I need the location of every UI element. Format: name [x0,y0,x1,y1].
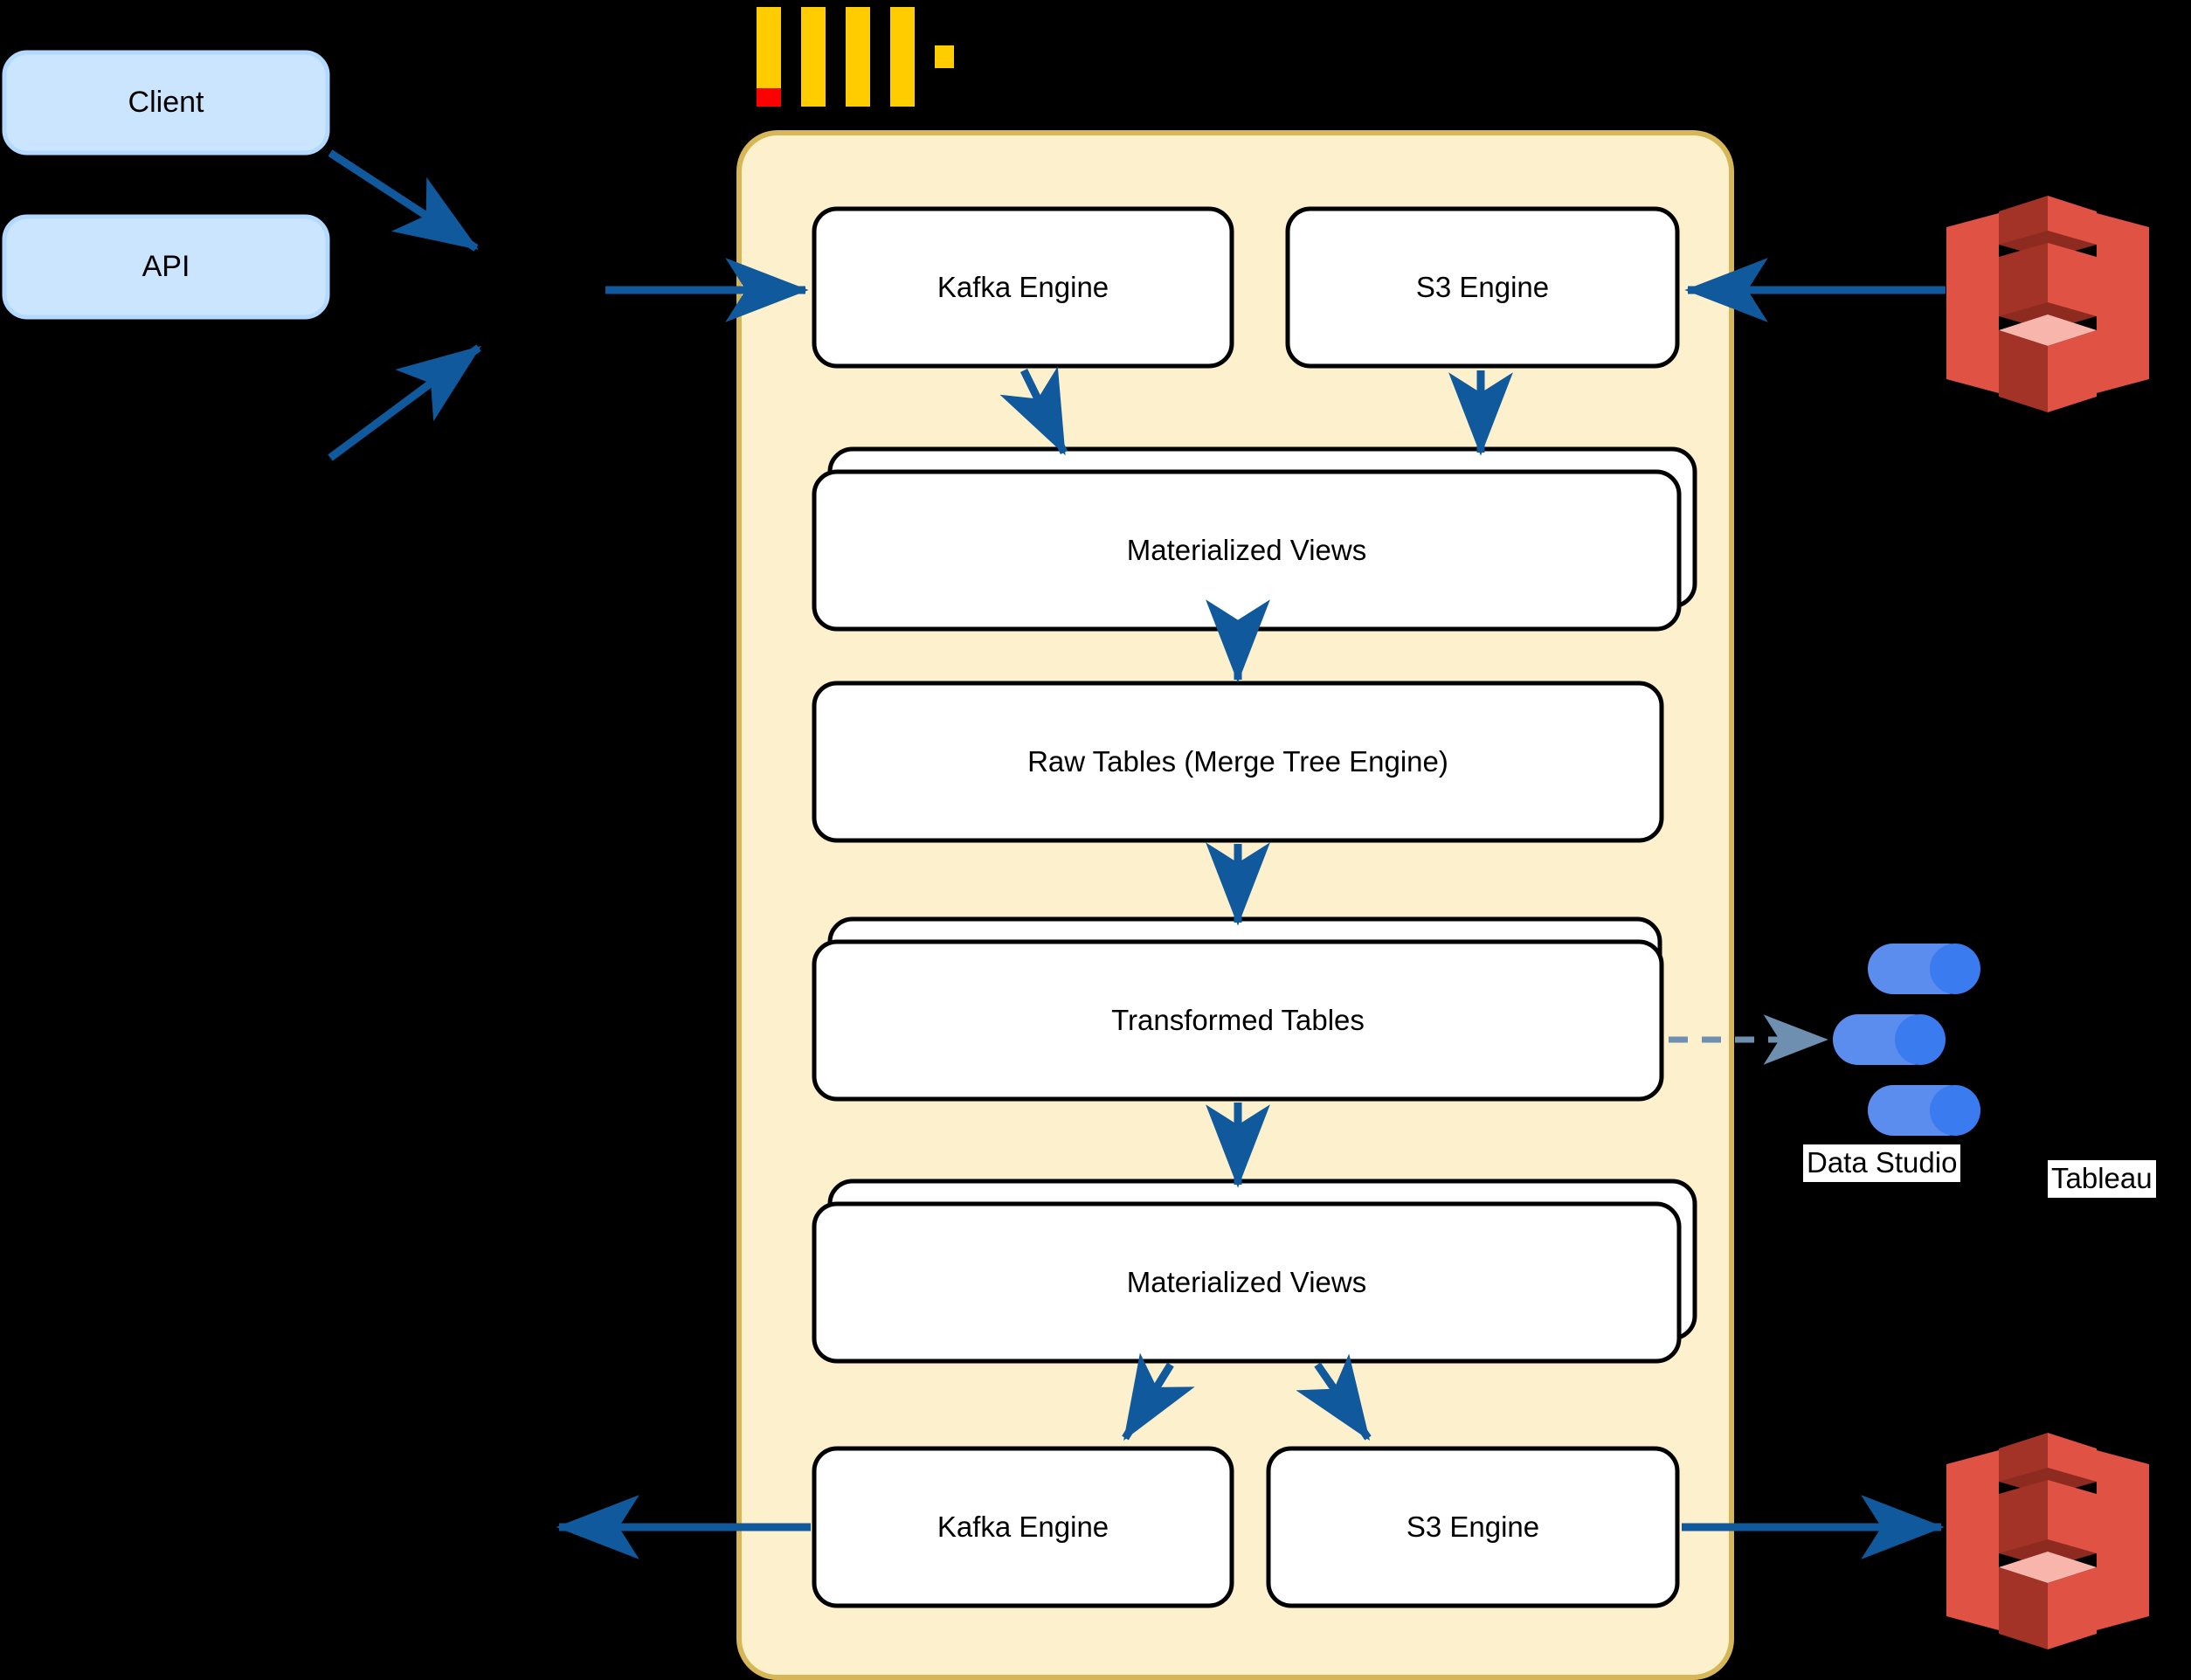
edge-kafka-in-to-mv-top [999,366,1068,456]
source-box-client[interactable] [2,50,330,156]
aws-s3-icon-bottom [1946,1433,2149,1649]
aws-s3-icon-top [1946,196,2149,412]
node-materialized-views-top[interactable] [812,446,1697,632]
google-data-studio-icon[interactable] [1833,944,1980,1136]
node-s3-engine-out[interactable] [1266,1446,1680,1608]
edge-mv-bottom-to-s3-out [1296,1353,1372,1441]
node-kafka-engine-in[interactable] [812,206,1234,369]
tableau-label: Tableau [2048,1160,2156,1198]
clickhouse-logo [757,7,954,107]
node-transformed-tables[interactable] [812,916,1664,1102]
node-materialized-views-bottom[interactable] [812,1179,1697,1364]
data-studio-label: Data Studio [1803,1144,1961,1182]
source-box-api[interactable] [2,214,330,320]
edge-api-to-junction [328,344,481,461]
edge-client-to-junction [328,149,480,252]
edge-mv-bottom-to-kafka-out [1122,1352,1195,1441]
node-s3-engine-in[interactable] [1285,206,1680,369]
node-raw-tables[interactable] [812,681,1664,843]
node-kafka-engine-out[interactable] [812,1446,1234,1608]
